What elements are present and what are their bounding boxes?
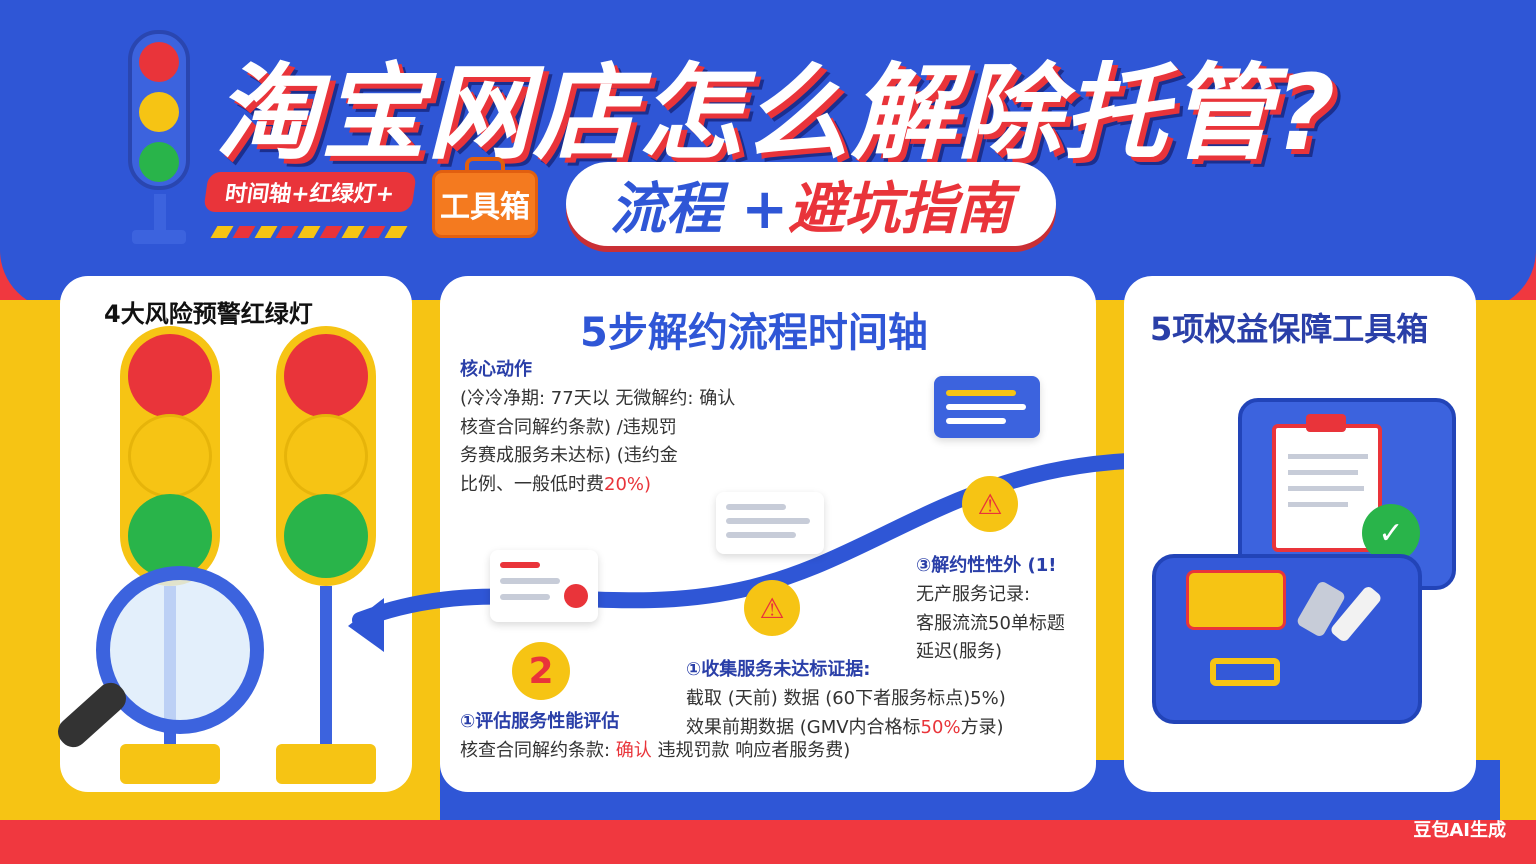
toolbox-badge-label: 工具箱 [440,190,530,225]
evidence-line-2: 效果前期数据 (GMV内合格标 [686,716,921,738]
info-card-icon [716,492,824,554]
step1-line-tail: 违规罚款 响应者服务费) [651,739,851,761]
evidence-head: ①收集服务未达标证据: [686,659,871,680]
traffic-light-right [276,326,376,586]
subtitle-part1: 流程 + [609,176,789,242]
traffic-base-left [120,744,220,784]
right-step-line-3: 延迟(服务) [916,641,1003,663]
traffic-pole-right [320,586,332,746]
traffic-base-right [276,744,376,784]
header-background [0,0,1536,310]
page-title: 淘宝网店怎么解除托管? [215,52,1338,174]
evidence-line-1: 截取 (天前) 数据 (60下者服务标点)5%) [686,687,1006,709]
info-card-icon [490,550,598,622]
watermark: 豆包AI生成 [1413,820,1506,841]
traffic-light-icon [128,30,190,244]
step1-block: ①评估服务性能评估 核查合同解约条款: 确认 违规罚款 响应者服务费) [460,708,850,766]
subtitle-pill: 流程 + 避坑指南 [566,162,1056,246]
right-step-line-1: 无产服务记录: [916,583,1031,605]
toolbox-badge: 工具箱 [432,157,538,238]
risk-card-title: 4大风险预警红绿灯 [104,300,313,328]
core-line-1: (冷冷净期: 77天以 无微解约: 确认 [460,387,736,409]
decorative-stripes [210,226,408,238]
warning-icon: ⚠ [962,476,1018,532]
core-line-4: 比例、一般低时费 [460,474,604,496]
warning-icon: ⚠ [744,580,800,636]
step1-line-highlight: 确认 [615,739,652,761]
right-step-line-2: 客服流流50单标题 [916,612,1065,634]
toolbox-card-title: 5项权益保障工具箱 [1150,310,1429,348]
evidence-block: ①收集服务未达标证据: 截取 (天前) 数据 (60下者服务标点)5%) 效果前… [686,656,1006,742]
right-step-block: ③解约性性外 (1! 无产服务记录: 客服流流50单标题 延迟(服务) [916,552,1065,667]
info-card-icon [934,376,1040,438]
core-line-3: 务赛成服务未达标) (违约金 [460,445,678,467]
tag-timeline: 时间轴+红绿灯+ [203,172,417,212]
core-action-head: 核心动作 [460,359,532,380]
step1-head: ①评估服务性能评估 [460,711,620,732]
core-line-highlight: 20%) [604,474,652,496]
core-line-2: 核查合同解约条款) /违规罚 [460,416,677,438]
core-action-block: 核心动作 (冷冷净期: 77天以 无微解约: 确认 核查合同解约条款) /违规罚… [460,356,735,500]
step1-line: 核查合同解约条款: [460,739,616,761]
subtitle-part2: 避坑指南 [788,176,1013,242]
toolbox-icon [1152,554,1422,724]
timeline-card-title: 5步解约流程时间轴 [580,310,928,356]
shield-check-icon: ✓ [1362,504,1420,562]
right-step-head: ③解约性性外 (1! [916,555,1057,576]
evidence-highlight: 50% [920,716,961,738]
traffic-light-left [120,326,220,586]
step-number: 2 [512,642,570,700]
evidence-tail: 方录) [960,716,1004,738]
